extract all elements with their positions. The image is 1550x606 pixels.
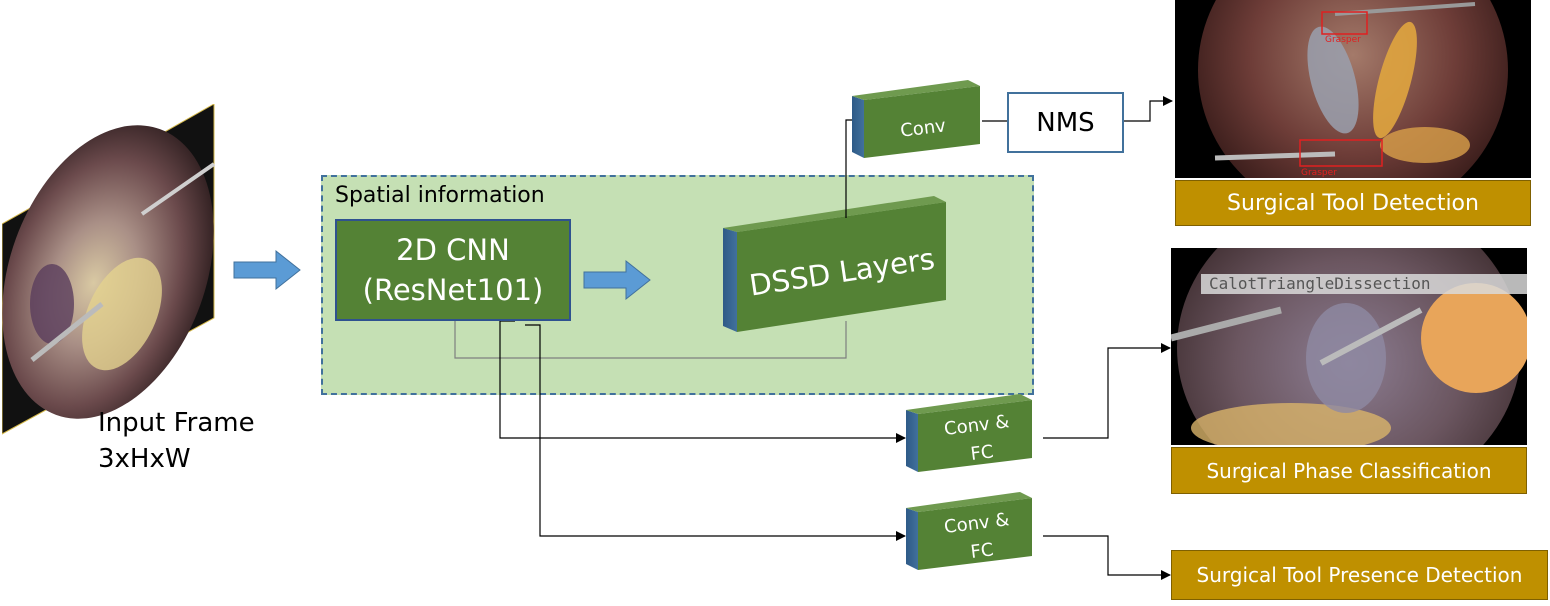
spatial-information-label: Spatial information [335,183,545,208]
input-frame-dims: 3xHxW [98,444,191,474]
convfc2-label-line2: FC [969,539,994,563]
dssd-block-shape [723,196,946,332]
convfc2-block-shape [906,492,1032,570]
input-frame-label: Input Frame 3xHxW [98,405,255,477]
backbone-cnn-line2: (ResNet101) [362,273,544,307]
detection-output-image: Grasper Grasper [1175,0,1531,178]
cnn-to-convfc1-arrow [499,320,906,443]
input-frame-title: Input Frame [98,408,255,438]
dssd-to-conv-line [845,119,852,218]
convfc1-label-line2: FC [969,441,994,465]
phase-scene: CalotTriangleDissection [1171,248,1527,445]
backbone-cnn-line1: 2D CNN [396,233,510,267]
cnn-to-dssd-arrow [583,259,651,301]
detection-scene: Grasper Grasper [1175,0,1531,178]
nms-to-detection-arrow [1124,96,1173,122]
convfc1-block-shape [906,394,1032,472]
convfc1-to-phase-arrow [1043,343,1171,439]
input-to-cnn-arrow [233,249,301,291]
phase-overlay-text: CalotTriangleDissection [1209,274,1431,293]
presence-caption: Surgical Tool Presence Detection [1171,550,1548,600]
detection-caption: Surgical Tool Detection [1175,180,1531,226]
cnn-dssd-skip-line [454,321,847,359]
detection-label-2: Grasper [1301,168,1337,178]
cnn-to-convfc2-arrow [525,324,906,541]
input-frame-image [2,104,216,435]
phase-caption: Surgical Phase Classification [1171,447,1527,494]
nms-block: NMS [1007,92,1124,153]
phase-output-image: CalotTriangleDissection [1171,248,1527,445]
convfc2-to-presence-arrow [1043,535,1171,580]
conv-block-shape [852,80,980,158]
detection-label-1: Grasper [1325,35,1361,45]
backbone-cnn-block: 2D CNN (ResNet101) [335,219,571,321]
